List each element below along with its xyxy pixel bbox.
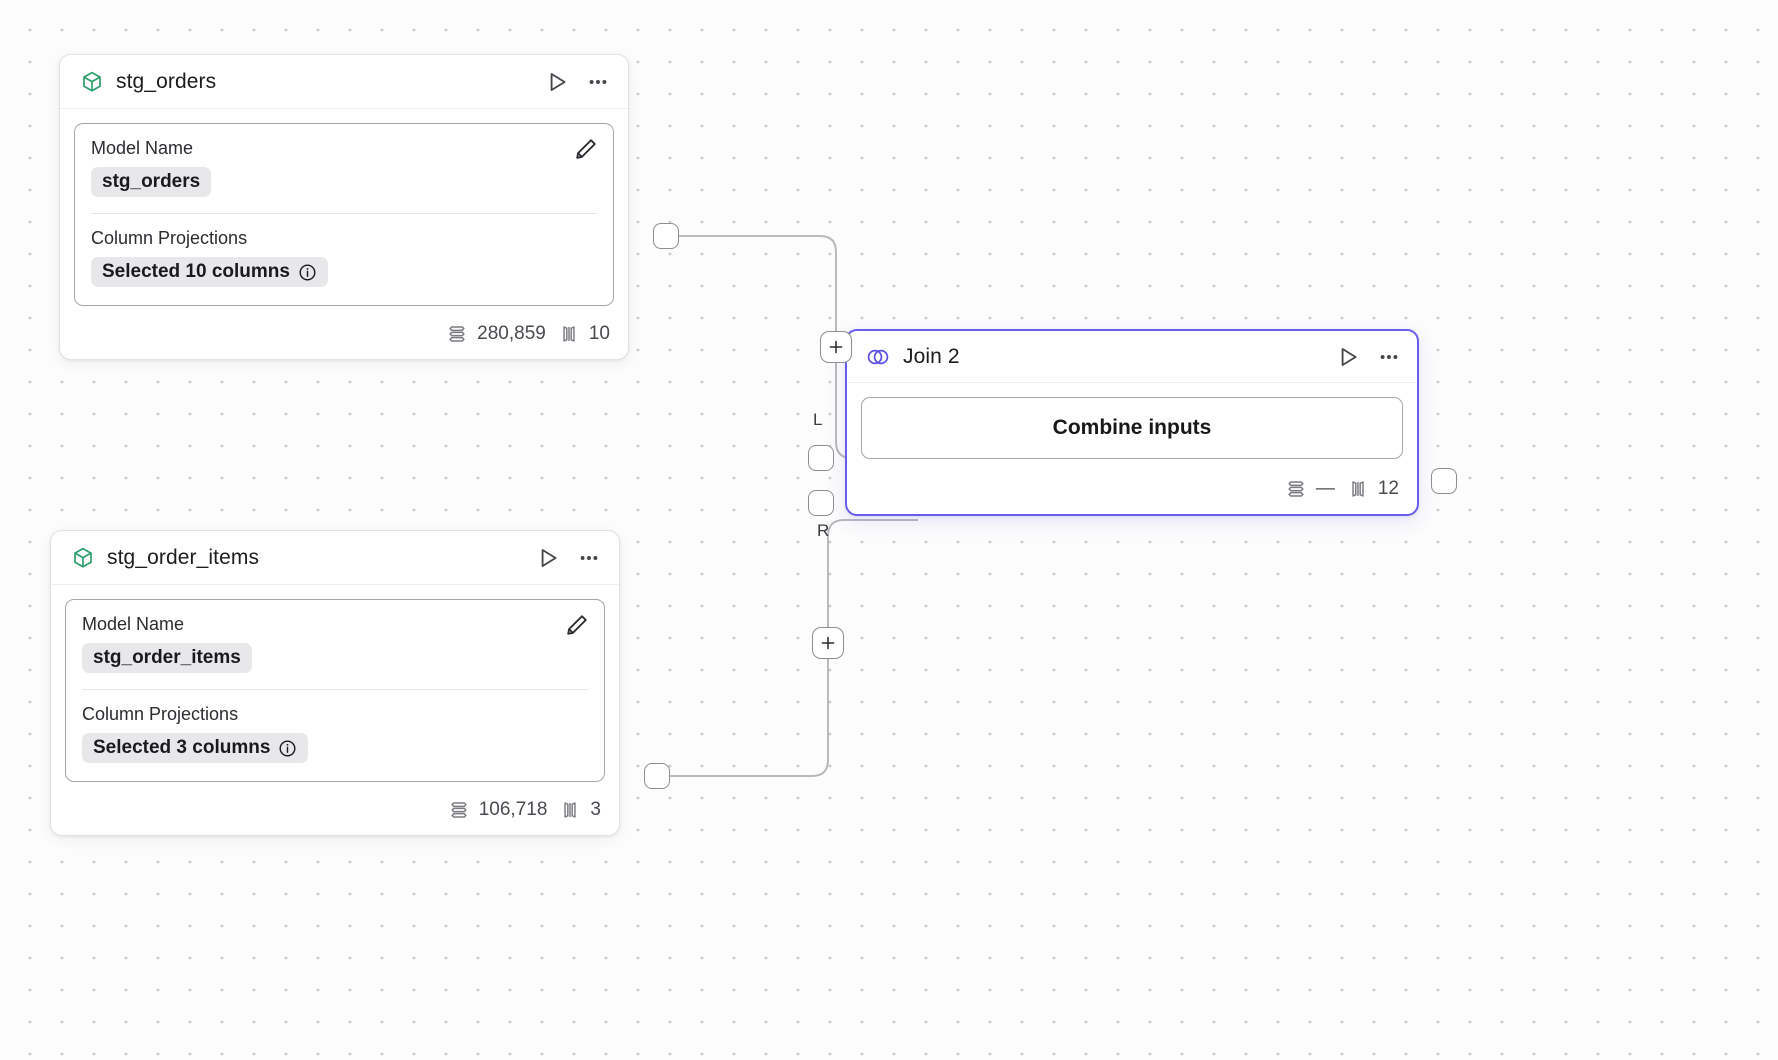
panel-divider bbox=[91, 213, 597, 214]
cube-icon bbox=[80, 70, 104, 94]
combine-inputs-button[interactable]: Combine inputs bbox=[861, 397, 1403, 459]
plus-icon bbox=[829, 340, 843, 354]
node-footer: — 12 bbox=[847, 465, 1417, 514]
join-input-port-left[interactable] bbox=[808, 445, 834, 471]
node-body: Combine inputs bbox=[847, 383, 1417, 465]
play-icon[interactable] bbox=[544, 69, 570, 95]
node-stg-orders[interactable]: stg_orders bbox=[59, 54, 629, 360]
model-config-panel: Model Name stg_orders Column Projections… bbox=[74, 123, 614, 306]
play-icon[interactable] bbox=[1335, 344, 1361, 370]
model-name-label: Model Name bbox=[82, 614, 185, 634]
rows-count-icon bbox=[448, 799, 470, 821]
row-count-value: — bbox=[1315, 478, 1335, 499]
rows-count-icon bbox=[446, 323, 468, 345]
more-options-icon[interactable] bbox=[577, 546, 601, 570]
row-count-value: 280,859 bbox=[477, 323, 546, 344]
column-projections-text: Selected 3 columns bbox=[93, 737, 271, 758]
columns-count-icon bbox=[559, 799, 581, 821]
info-icon[interactable] bbox=[298, 263, 317, 282]
row-count-value: 106,718 bbox=[478, 799, 548, 820]
output-port-stg-orders[interactable] bbox=[653, 223, 679, 249]
column-projections-value[interactable]: Selected 10 columns bbox=[91, 257, 328, 287]
model-name-value[interactable]: stg_orders bbox=[91, 167, 212, 197]
join-input-port-right[interactable] bbox=[808, 490, 834, 516]
node-title: stg_orders bbox=[116, 70, 217, 93]
columns-count-icon bbox=[1347, 478, 1369, 500]
join-right-port-label: R bbox=[817, 521, 830, 540]
edge-stg-order-items-to-join-right bbox=[657, 519, 918, 777]
row-count-stat: 280,859 bbox=[446, 323, 546, 345]
node-footer: 106,718 3 bbox=[51, 786, 619, 835]
header-actions bbox=[544, 69, 610, 95]
node-title: stg_order_items bbox=[107, 546, 260, 569]
node-header: Join 2 bbox=[847, 331, 1417, 383]
more-options-icon[interactable] bbox=[586, 70, 610, 94]
model-name-text: stg_order_items bbox=[93, 647, 241, 668]
column-projections-label: Column Projections bbox=[82, 704, 239, 724]
node-body: Model Name stg_order_items Column Projec… bbox=[51, 585, 619, 786]
column-projections-text: Selected 10 columns bbox=[102, 261, 290, 282]
venn-icon bbox=[865, 344, 891, 370]
join-left-port-label: L bbox=[813, 410, 823, 429]
info-icon[interactable] bbox=[278, 739, 297, 758]
node-body: Model Name stg_orders Column Projections… bbox=[60, 109, 628, 310]
column-projections-value[interactable]: Selected 3 columns bbox=[82, 733, 309, 763]
column-projections-label: Column Projections bbox=[91, 228, 248, 248]
add-node-on-edge-lower[interactable] bbox=[812, 627, 844, 659]
row-count-stat: — bbox=[1285, 478, 1335, 500]
node-join-2[interactable]: Join 2 Combine inputs bbox=[845, 329, 1419, 516]
column-count-value: 12 bbox=[1377, 478, 1399, 499]
panel-divider bbox=[82, 689, 588, 690]
plus-icon bbox=[821, 636, 835, 650]
column-count-stat: 3 bbox=[559, 799, 601, 821]
node-header: stg_order_items bbox=[51, 531, 619, 585]
edit-pencil-icon[interactable] bbox=[573, 136, 599, 162]
rows-count-icon bbox=[1285, 478, 1307, 500]
model-name-label: Model Name bbox=[91, 138, 194, 158]
node-title: Join 2 bbox=[903, 345, 960, 368]
node-stg-order-items[interactable]: stg_order_items bbox=[50, 530, 620, 836]
header-actions bbox=[535, 545, 601, 571]
column-count-stat: 10 bbox=[558, 323, 610, 345]
columns-count-icon bbox=[558, 323, 580, 345]
model-name-value[interactable]: stg_order_items bbox=[82, 643, 252, 673]
play-icon[interactable] bbox=[535, 545, 561, 571]
node-footer: 280,859 10 bbox=[60, 310, 628, 359]
model-config-panel: Model Name stg_order_items Column Projec… bbox=[65, 599, 605, 782]
node-header: stg_orders bbox=[60, 55, 628, 109]
more-options-icon[interactable] bbox=[1377, 345, 1401, 369]
header-actions bbox=[1335, 344, 1401, 370]
cube-icon bbox=[71, 546, 95, 570]
column-count-stat: 12 bbox=[1347, 478, 1399, 500]
add-node-on-edge-upper[interactable] bbox=[820, 331, 852, 363]
row-count-stat: 106,718 bbox=[448, 799, 548, 821]
column-count-value: 10 bbox=[588, 323, 610, 344]
edit-pencil-icon[interactable] bbox=[564, 612, 590, 638]
output-port-stg-order-items[interactable] bbox=[644, 763, 670, 789]
column-count-value: 3 bbox=[590, 799, 601, 820]
model-name-text: stg_orders bbox=[102, 171, 201, 192]
join-output-port[interactable] bbox=[1431, 468, 1457, 494]
